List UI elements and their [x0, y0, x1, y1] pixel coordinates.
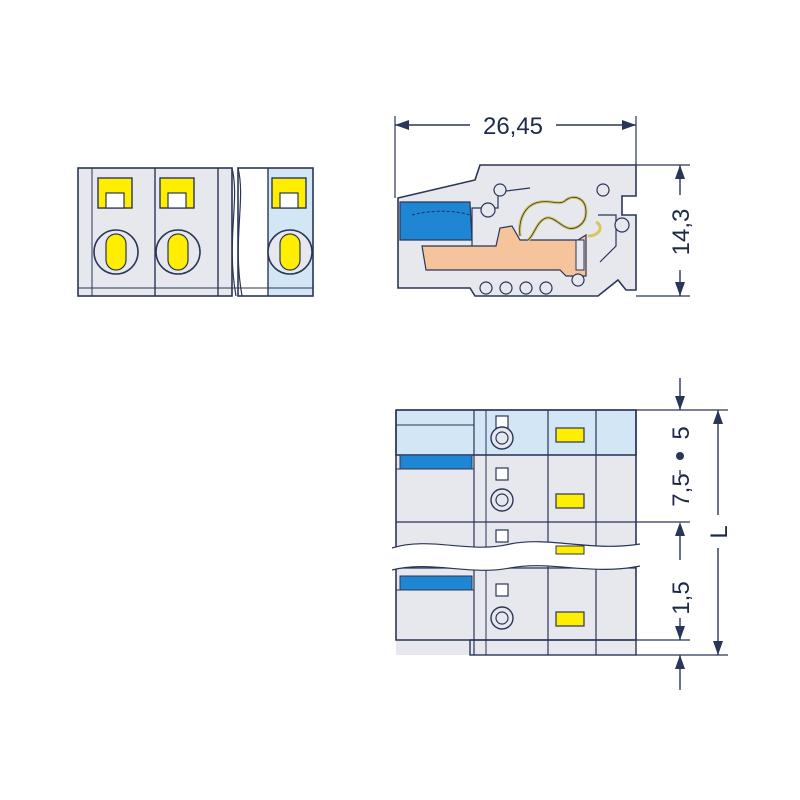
release-slot-1 — [97, 177, 133, 209]
side-spring-outline — [519, 196, 587, 241]
top-actuator-tab-2 — [399, 575, 473, 591]
side-actuator-curve — [411, 210, 471, 216]
side-hole — [479, 281, 493, 295]
dim-arrow — [675, 626, 685, 640]
pole-row-2 — [490, 467, 585, 512]
side-hole — [539, 281, 553, 295]
front-housing-right — [237, 167, 314, 297]
top-housing-step — [469, 639, 637, 656]
dim-width-label: 26,45 — [483, 113, 543, 140]
front-break-line — [231, 167, 237, 297]
side-contact — [421, 225, 587, 277]
side-actuator — [399, 201, 473, 241]
front-break-line-2 — [237, 167, 243, 297]
side-hole — [596, 183, 610, 197]
side-hole — [614, 217, 630, 233]
side-hole — [493, 183, 507, 197]
release-slot-3 — [271, 177, 307, 209]
dim-height-label: 14,3 — [668, 209, 695, 256]
front-view — [77, 167, 314, 297]
side-hole — [499, 281, 513, 295]
side-hole — [519, 281, 533, 295]
dim-arrow — [713, 641, 723, 655]
release-slot-2 — [159, 177, 195, 209]
side-hole — [480, 202, 496, 218]
dim-arrow — [395, 120, 409, 130]
dim-length-label: L — [706, 525, 733, 538]
side-contact-slot — [575, 239, 585, 271]
side-view: 26,45 14,3 — [394, 113, 695, 297]
dim-arrow — [675, 165, 685, 179]
dim-arrow — [675, 655, 685, 669]
top-break-line — [391, 565, 641, 571]
conductor-entry-2 — [155, 229, 201, 275]
dim-arrow — [675, 282, 685, 296]
dim-pitch-first-label: 5 — [668, 426, 695, 439]
top-break-line — [391, 541, 641, 549]
conductor-entry-1 — [93, 229, 139, 275]
dim-offset-label: 1,5 — [668, 581, 695, 614]
dim-arrow — [675, 522, 685, 536]
side-hole — [571, 273, 585, 287]
top-view: 5 7,5 1,5 L — [391, 378, 733, 690]
pole-row-3 — [495, 529, 585, 555]
dim-arrow — [713, 410, 723, 424]
side-inner-outline — [471, 187, 531, 246]
top-marker-strip — [395, 409, 637, 456]
dim-arrow — [675, 396, 685, 410]
pole-row-4 — [490, 583, 585, 630]
pole-row-1 — [490, 415, 585, 450]
side-inner-outline — [598, 214, 617, 263]
side-spring-leg — [587, 220, 602, 238]
dim-pitch-label: 7,5 — [668, 473, 695, 506]
conductor-entry-3 — [267, 229, 313, 275]
dim-dot — [676, 452, 684, 460]
top-actuator-tab-1 — [399, 454, 473, 470]
dim-arrow — [622, 120, 636, 130]
